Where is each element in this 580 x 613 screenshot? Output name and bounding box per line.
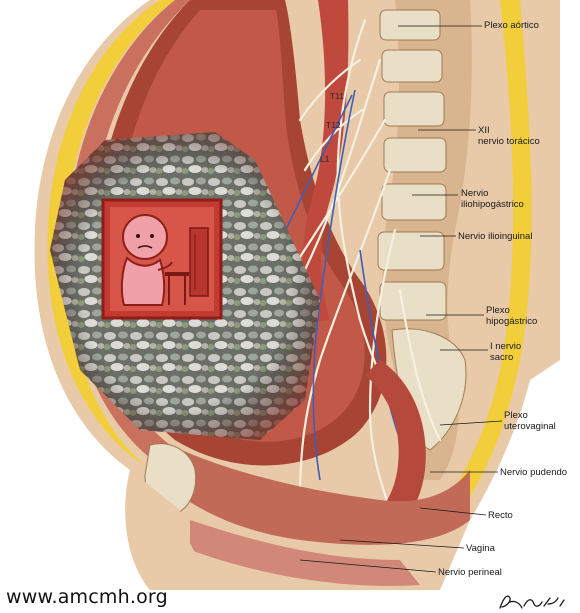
perineum [190,520,420,586]
vertebra-label-l1: L1 [320,154,330,164]
vertebra-label-t11: T11 [330,91,345,101]
aorta [303,0,349,322]
rectum [360,360,426,540]
leader-lines [299,25,503,573]
fat-layer-back [440,0,532,520]
vertebra-label-t12: T12 [326,120,341,130]
pelvic-floor [160,440,470,545]
label-vagina: Vagina [466,543,495,554]
label-xii-line2: nervio torácico [478,136,540,147]
label-iliohipogastrico-line1: Nervio [461,188,489,199]
label-hipogastrico-line2: hipogástrico [486,316,538,327]
watermark-url: www.amcmh.org [6,586,168,608]
label-xii-line1: XII [478,125,490,136]
label-pudendo: Nervio pudendo [500,467,568,478]
label-sacro-line1: I nervio [490,341,522,352]
label-uterovaginal-line1: Plexo [504,410,528,421]
label-iliohipogastrico-line2: iliohipogástrico [461,199,524,210]
fat-layer-front [47,0,175,470]
label-hipogastrico-line1: Plexo [486,305,510,316]
artist-signature [499,595,565,609]
label-plexo-aortico: Plexo aórtico [484,20,539,31]
lower-body [125,470,230,590]
cartoon-panel [101,198,223,320]
label-uterovaginal-line2: uterovaginal [504,421,556,432]
label-recto: Recto [488,510,513,521]
label-perineal: Nervio perineal [438,567,502,578]
label-sacro-line2: sacro [490,352,514,363]
label-ilioinguinal: Nervio ilioinguinal [458,231,533,242]
